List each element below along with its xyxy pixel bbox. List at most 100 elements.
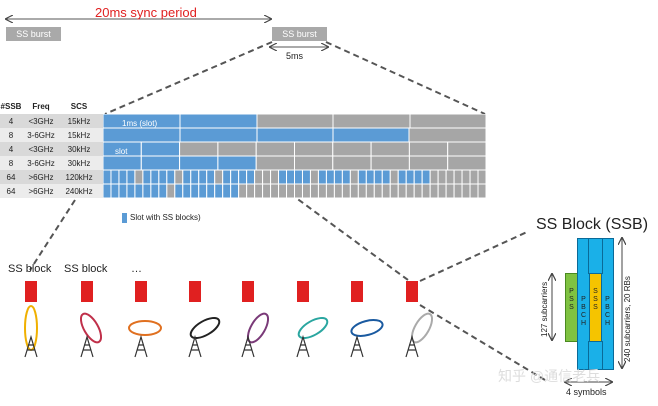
ss-block-marker: [135, 281, 147, 302]
cell-ssb: 64: [6, 172, 16, 182]
slot: [469, 169, 479, 185]
slot: [166, 183, 176, 199]
cell-freq: <3GHz: [28, 144, 54, 154]
slot: [408, 127, 486, 143]
pbch-block-2: [601, 238, 614, 370]
slot: [357, 169, 367, 185]
slot: [381, 169, 391, 185]
cell-tower-icon: [80, 334, 94, 358]
slot: [397, 183, 407, 199]
slot: [332, 114, 411, 129]
slot: [365, 183, 375, 199]
slot: [301, 183, 311, 199]
beam-lobe: [24, 305, 38, 351]
ss-block-marker: [351, 281, 363, 302]
header-ssb: #SSB: [0, 102, 22, 111]
cell-scs: 240kHz: [65, 186, 93, 196]
cell-scs: 30kHz: [67, 158, 91, 168]
slot: [389, 183, 399, 199]
table-row: 64 >6GHz 240kHz: [0, 184, 104, 198]
ss-block-marker: [81, 281, 93, 302]
cell-ssb: 8: [8, 130, 14, 140]
cell-freq: >6GHz: [28, 172, 54, 182]
slot: [294, 155, 334, 171]
cell-scs: 30kHz: [67, 144, 91, 154]
cell-tower-icon: [350, 334, 364, 358]
slot: [309, 183, 319, 199]
slot: [477, 169, 486, 185]
slot: [413, 169, 423, 185]
watermark: 知乎 @通信老兵: [498, 368, 601, 384]
slot: [262, 169, 272, 185]
slot: [214, 183, 224, 199]
cell-scs: 120kHz: [65, 172, 93, 182]
slot: [278, 183, 288, 199]
table-header: #SSB Freq SCS: [0, 99, 104, 114]
slot: [182, 183, 192, 199]
slot: [421, 169, 431, 185]
slot: [158, 183, 168, 199]
cell-freq: >6GHz: [28, 186, 54, 196]
slot: [461, 183, 471, 199]
slot: [437, 169, 447, 185]
slot: [413, 183, 423, 199]
ss-block-marker: [189, 281, 201, 302]
slot: [179, 141, 219, 157]
slot: [246, 169, 256, 185]
beam-lobe: [350, 319, 384, 337]
slot-grid: [103, 114, 486, 199]
slot: [333, 183, 343, 199]
slot: [206, 183, 216, 199]
slot: [447, 155, 486, 171]
ssb-title: SS Block (SSB): [536, 216, 649, 233]
slot-label-1ms: 1ms (slot): [122, 119, 158, 128]
table-row: 8 3-6GHz 15kHz: [0, 128, 104, 142]
slot: [408, 155, 449, 171]
slot: [447, 141, 486, 157]
slot: [134, 183, 144, 199]
beam-lobe: [79, 312, 103, 344]
slot: [286, 183, 295, 199]
beam-lobe: [189, 316, 221, 340]
cell-ssb: 64: [6, 186, 16, 196]
slot: [262, 183, 272, 199]
slot: [103, 155, 142, 171]
beams-row: [24, 281, 434, 358]
slot: [429, 183, 439, 199]
beam-label-2: SS block: [64, 263, 108, 275]
slot: [341, 183, 351, 199]
cell-scs: 15kHz: [67, 130, 91, 140]
ss-block-marker: [242, 281, 254, 302]
slot: [357, 183, 367, 199]
slot: [254, 183, 264, 199]
slot: [294, 183, 303, 199]
ss-block-marker: [406, 281, 418, 302]
symbols-label: 4 symbols: [566, 387, 607, 397]
beam-lobe: [128, 320, 162, 336]
cell-tower-icon: [134, 334, 148, 358]
slot: [238, 183, 248, 199]
ss-burst-left: SS burst: [6, 27, 61, 41]
slot: [182, 169, 192, 185]
slot: [270, 169, 280, 185]
beam-label-ellipsis: …: [131, 263, 142, 275]
ss-block-marker: [297, 281, 309, 302]
pbch-block-1: [577, 238, 590, 370]
slot: [246, 183, 256, 199]
slot: [437, 183, 447, 199]
beam-lobe: [246, 312, 270, 344]
slot: [103, 169, 112, 185]
cell-ssb: 4: [8, 116, 14, 126]
slot: [179, 114, 258, 129]
slot: [142, 183, 152, 199]
beam-label-1: SS block: [8, 263, 52, 275]
cell-freq: 3-6GHz: [27, 130, 55, 140]
slot: [214, 169, 224, 185]
slot: [445, 169, 455, 185]
ss-burst-right: SS burst: [272, 27, 327, 41]
slot: [134, 169, 144, 185]
